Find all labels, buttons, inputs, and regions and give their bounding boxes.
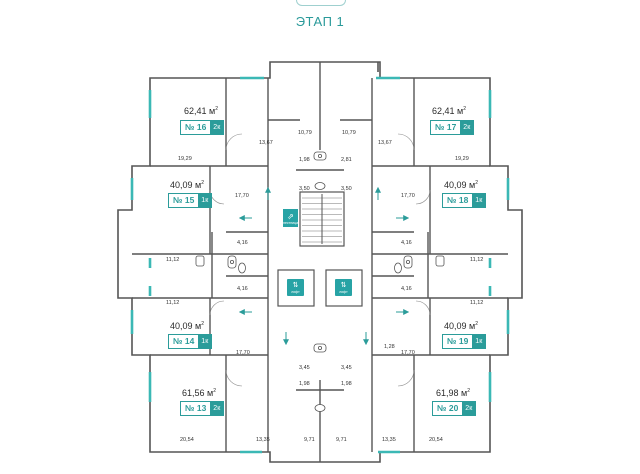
room-area-label: 3,50 xyxy=(341,186,352,192)
room-area-label: 13,35 xyxy=(256,437,270,443)
stairs-icon: ⇗ xyxy=(287,211,294,221)
toilet-icon xyxy=(314,404,326,412)
room-area-label: 10,79 xyxy=(342,130,356,136)
apartment-area: 62,41 м2 xyxy=(184,106,218,116)
toilet-icon xyxy=(314,182,326,190)
apartment-area: 61,56 м2 xyxy=(182,388,216,398)
apartment-area: 40,09 м2 xyxy=(170,321,204,331)
room-area-label: 4,16 xyxy=(401,240,412,246)
sink-icon xyxy=(435,255,445,267)
toilet-icon xyxy=(238,262,246,274)
room-area-label: 1,28 xyxy=(384,344,395,350)
room-area-label: 13,67 xyxy=(378,140,392,146)
room-area-label: 13,67 xyxy=(259,140,273,146)
apartment-area: 61,98 м2 xyxy=(436,388,470,398)
apartment-area: 40,09 м2 xyxy=(444,321,478,331)
room-area-label: 11,12 xyxy=(470,257,484,263)
room-area-label: 1,98 xyxy=(299,381,310,387)
room-area-label: 11,12 xyxy=(166,257,180,263)
lift-shafts xyxy=(277,269,363,307)
lift-sign-right: ⇅ лифт xyxy=(335,279,352,296)
toilet-icon xyxy=(394,262,402,274)
room-area-label: 9,71 xyxy=(304,437,315,443)
room-area-label: 17,70 xyxy=(401,193,415,199)
room-area-label: 17,70 xyxy=(401,350,415,356)
room-area-label: 4,16 xyxy=(401,286,412,292)
stairwell xyxy=(299,191,345,247)
corridor-arrows xyxy=(238,186,410,346)
room-area-label: 13,35 xyxy=(382,437,396,443)
room-area-label: 4,16 xyxy=(237,240,248,246)
elevator-icon: ⇅ xyxy=(340,281,347,289)
room-area-label: 11,12 xyxy=(166,300,180,306)
apartment-area: 40,09 м2 xyxy=(444,180,478,190)
apartment-partitions xyxy=(132,62,508,462)
sink-icon xyxy=(227,255,237,269)
door-swings xyxy=(209,133,431,387)
room-area-label: 3,45 xyxy=(299,365,310,371)
lift-sign-left: ⇅ лифт xyxy=(287,279,304,296)
room-area-label: 3,45 xyxy=(341,365,352,371)
room-area-label: 3,50 xyxy=(299,186,310,192)
room-area-label: 19,29 xyxy=(455,156,469,162)
room-area-label: 10,79 xyxy=(298,130,312,136)
sink-icon xyxy=(195,255,205,267)
stairs-sign: ⇗ лестница xyxy=(283,209,298,227)
room-area-label: 19,29 xyxy=(178,156,192,162)
sink-icon xyxy=(403,255,413,269)
room-area-label: 1,98 xyxy=(341,381,352,387)
elevator-icon: ⇅ xyxy=(292,281,299,289)
room-area-label: 20,54 xyxy=(180,437,194,443)
sink-icon xyxy=(313,343,327,353)
room-area-label: 17,70 xyxy=(235,193,249,199)
sink-icon xyxy=(313,151,327,161)
building-outline xyxy=(117,61,523,463)
room-area-label: 4,16 xyxy=(237,286,248,292)
room-area-label: 1,98 xyxy=(299,157,310,163)
bathroom-fixtures xyxy=(195,151,445,412)
page-title: ЭТАП 1 xyxy=(295,14,345,29)
windows xyxy=(130,76,510,454)
apartment-area: 62,41 м2 xyxy=(432,106,466,116)
room-area-label: 9,71 xyxy=(336,437,347,443)
room-area-label: 2,81 xyxy=(341,157,352,163)
apartment-area: 40,09 м2 xyxy=(170,180,204,190)
room-area-label: 17,70 xyxy=(236,350,250,356)
room-area-label: 20,54 xyxy=(429,437,443,443)
room-area-label: 11,12 xyxy=(470,300,484,306)
